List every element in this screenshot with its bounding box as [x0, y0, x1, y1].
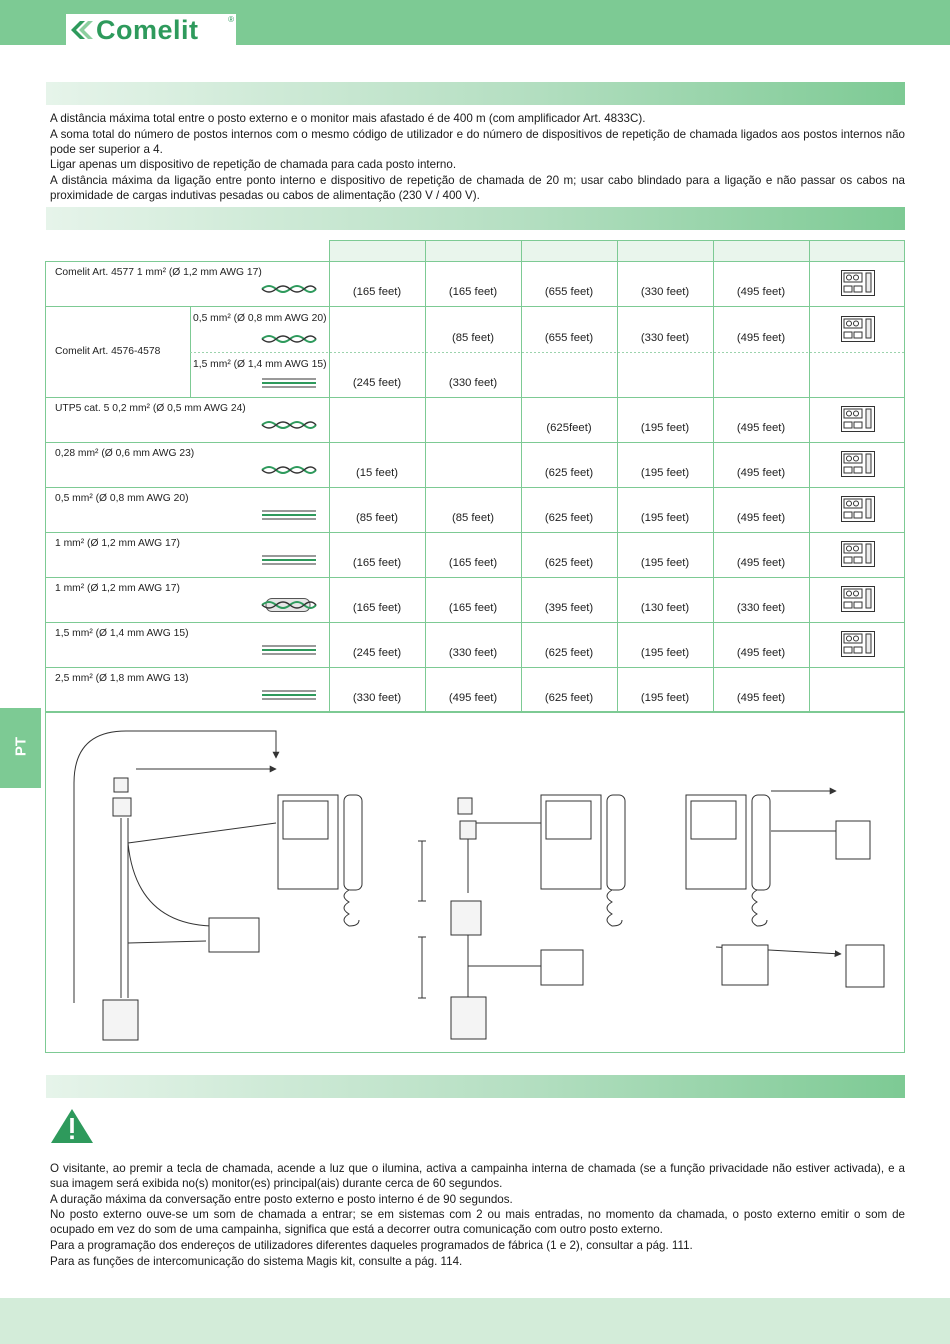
distance-value: (495 feet)	[736, 422, 786, 434]
distance-value: (495 feet)	[736, 286, 786, 298]
distance-value: (330 feet)	[640, 332, 690, 344]
distance-value: (625 feet)	[544, 692, 594, 704]
shielded-cable-icon	[261, 598, 317, 612]
parallel-cable-icon	[262, 378, 316, 388]
cable-type-label: 1 mm² (Ø 1,2 mm AWG 17)	[55, 538, 180, 549]
distance-value: (195 feet)	[640, 422, 690, 434]
distance-value: (625 feet)	[544, 557, 594, 569]
distance-value: (195 feet)	[640, 647, 690, 659]
distance-value: (195 feet)	[640, 512, 690, 524]
distance-value: (15 feet)	[355, 467, 399, 479]
operation-paragraph: No posto externo ouve-se um som de chama…	[50, 1208, 905, 1237]
device-module-icon	[841, 316, 875, 342]
twisted-cable-icon	[261, 466, 317, 474]
distance-value: (330 feet)	[352, 692, 402, 704]
distance-value: (330 feet)	[640, 286, 690, 298]
header-bar: Comelit ®	[0, 0, 950, 45]
distance-value: (625feet)	[546, 422, 592, 434]
intro-paragraph: Ligar apenas um dispositivo de repetição…	[50, 158, 457, 171]
cable-table: Comelit Art. 4577 1 mm² (Ø 1,2 mm AWG 17…	[45, 240, 905, 712]
parallel-cable-icon	[262, 690, 316, 700]
comelit-logo-icon	[71, 21, 93, 39]
intro-paragraph: A distância máxima da ligação entre pont…	[50, 174, 905, 203]
operation-paragraph: O visitante, ao premir a tecla de chamad…	[50, 1162, 905, 1191]
distance-value: (165 feet)	[352, 602, 402, 614]
parallel-cable-icon	[262, 555, 316, 565]
distance-value: (245 feet)	[352, 647, 402, 659]
warning-icon	[51, 1109, 93, 1143]
distance-value: (495 feet)	[736, 692, 786, 704]
distance-value: (495 feet)	[736, 647, 786, 659]
distance-value: (495 feet)	[736, 512, 786, 524]
cable-type-label: UTP5 cat. 5 0,2 mm² (Ø 0,5 mm AWG 24)	[55, 403, 246, 414]
device-module-icon	[841, 451, 875, 477]
distance-value: (625 feet)	[544, 647, 594, 659]
distance-value: (165 feet)	[352, 557, 402, 569]
distance-value: (85 feet)	[355, 512, 399, 524]
cable-type-label: Comelit Art. 4576-4578	[55, 346, 161, 357]
distance-value: (330 feet)	[736, 602, 786, 614]
device-module-icon	[841, 586, 875, 612]
distance-value: (85 feet)	[451, 512, 495, 524]
distance-value: (495 feet)	[736, 332, 786, 344]
device-module-icon	[841, 270, 875, 296]
distance-value: (165 feet)	[448, 557, 498, 569]
brand-registered-mark: ®	[228, 15, 234, 24]
cable-section-label: 0,5 mm² (Ø 0,8 mm AWG 20)	[193, 313, 327, 324]
brand-name: Comelit	[96, 15, 199, 45]
language-tab-label: PT	[12, 736, 30, 757]
operation-paragraph: Para as funções de intercomunicação do s…	[50, 1255, 463, 1268]
wiring-diagram	[45, 712, 905, 1053]
distance-value: (625 feet)	[544, 512, 594, 524]
brand-logo: Comelit ®	[66, 14, 236, 45]
distance-value: (85 feet)	[451, 332, 495, 344]
intro-paragraph: A soma total do número de postos interno…	[50, 128, 905, 157]
distance-value: (195 feet)	[640, 692, 690, 704]
distance-value: (625 feet)	[544, 467, 594, 479]
cable-type-label: 2,5 mm² (Ø 1,8 mm AWG 13)	[55, 673, 189, 684]
distance-value: (495 feet)	[448, 692, 498, 704]
distance-value: (165 feet)	[448, 286, 498, 298]
table-grid	[45, 240, 905, 712]
cable-type-label: 1 mm² (Ø 1,2 mm AWG 17)	[55, 583, 180, 594]
twisted-cable-icon	[261, 421, 317, 429]
distance-value: (330 feet)	[448, 647, 498, 659]
cable-section-label: 1,5 mm² (Ø 1,4 mm AWG 15)	[193, 359, 327, 370]
section-bar-distances	[46, 82, 905, 105]
operation-paragraph: Para a programação dos endereços de util…	[50, 1239, 693, 1252]
device-module-icon	[841, 541, 875, 567]
parallel-cable-icon	[262, 645, 316, 655]
distance-value: (395 feet)	[544, 602, 594, 614]
intro-paragraph: A distância máxima total entre o posto e…	[50, 112, 646, 125]
device-module-icon	[841, 496, 875, 522]
wiring-diagram-drawing	[73, 730, 885, 1041]
cable-type-label: 0,5 mm² (Ø 0,8 mm AWG 20)	[55, 493, 189, 504]
cable-type-label: Comelit Art. 4577 1 mm² (Ø 1,2 mm AWG 17…	[55, 267, 262, 278]
language-tab: PT	[0, 708, 41, 788]
distance-value: (655 feet)	[544, 332, 594, 344]
device-module-icon	[841, 631, 875, 657]
parallel-cable-icon	[262, 510, 316, 520]
distance-value: (165 feet)	[352, 286, 402, 298]
cable-type-label: 0,28 mm² (Ø 0,6 mm AWG 23)	[55, 448, 195, 459]
footer-bar	[0, 1298, 950, 1344]
device-module-icon	[841, 406, 875, 432]
distance-value: (165 feet)	[448, 602, 498, 614]
distance-value: (330 feet)	[448, 377, 498, 389]
section-bar-cables	[46, 207, 905, 230]
cable-type-label: 1,5 mm² (Ø 1,4 mm AWG 15)	[55, 628, 189, 639]
distance-value: (495 feet)	[736, 557, 786, 569]
distance-value: (195 feet)	[640, 467, 690, 479]
distance-value: (495 feet)	[736, 467, 786, 479]
twisted-cable-icon	[261, 285, 317, 293]
operation-paragraph: A duração máxima da conversação entre po…	[50, 1193, 513, 1206]
distance-value: (195 feet)	[640, 557, 690, 569]
section-bar-operation	[46, 1075, 905, 1098]
distance-value: (655 feet)	[544, 286, 594, 298]
distance-value: (130 feet)	[640, 602, 690, 614]
distance-value: (245 feet)	[352, 377, 402, 389]
twisted-cable-icon	[261, 335, 317, 343]
